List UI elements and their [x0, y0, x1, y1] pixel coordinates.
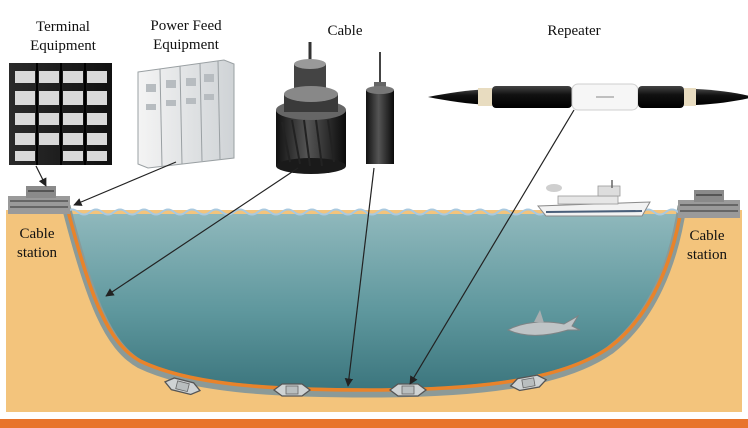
- light-cable-icon: [366, 52, 394, 164]
- power-cabinet-icon: [137, 59, 235, 169]
- sea-water: [66, 214, 682, 393]
- armored-cable-icon: [276, 42, 346, 174]
- label-right-station-line2: station: [687, 247, 727, 263]
- bottom-bar: [0, 419, 748, 428]
- terminal-rack-icon: [9, 63, 112, 165]
- shark-icon: [506, 310, 581, 336]
- repeater-on-seabed: [388, 383, 428, 397]
- repeater-icon: [428, 83, 748, 111]
- label-power-line2: Equipment: [153, 37, 219, 53]
- arrow-light-cable-to-seabed: [344, 167, 375, 387]
- label-terminal-line2: Equipment: [30, 38, 96, 54]
- repeater-on-seabed: [272, 383, 312, 397]
- arrow-repeater-to-seabed: [409, 109, 575, 385]
- repeater-on-seabed: [163, 377, 202, 396]
- label-left-station-line2: station: [17, 245, 57, 261]
- arrow-power-to-station: [73, 161, 177, 206]
- label-terminal-line1: Terminal: [36, 19, 90, 35]
- label-left-station-line1: Cable: [19, 226, 55, 242]
- arrow-armored-cable-to-shore: [105, 167, 299, 297]
- label-power-feed-equipment: Power Feed Equipment: [138, 17, 234, 55]
- submarine-cable: [64, 202, 684, 392]
- arrow-terminal-to-station: [35, 165, 47, 187]
- label-cable: Cable: [327, 23, 363, 39]
- cable-station-building-icon: [8, 186, 70, 214]
- ship-icon: [536, 180, 651, 217]
- label-left-cable-station: Cable station: [6, 225, 68, 263]
- label-repeater: Repeater: [547, 23, 601, 39]
- label-right-cable-station: Cable station: [676, 227, 738, 265]
- pointer-arrows: [35, 109, 575, 387]
- label-right-station-line1: Cable: [689, 228, 725, 244]
- cable-station-building-icon: [678, 190, 740, 218]
- label-terminal-equipment: Terminal Equipment: [18, 18, 108, 56]
- repeater-on-seabed: [509, 374, 548, 392]
- label-power-line1: Power Feed: [150, 18, 222, 34]
